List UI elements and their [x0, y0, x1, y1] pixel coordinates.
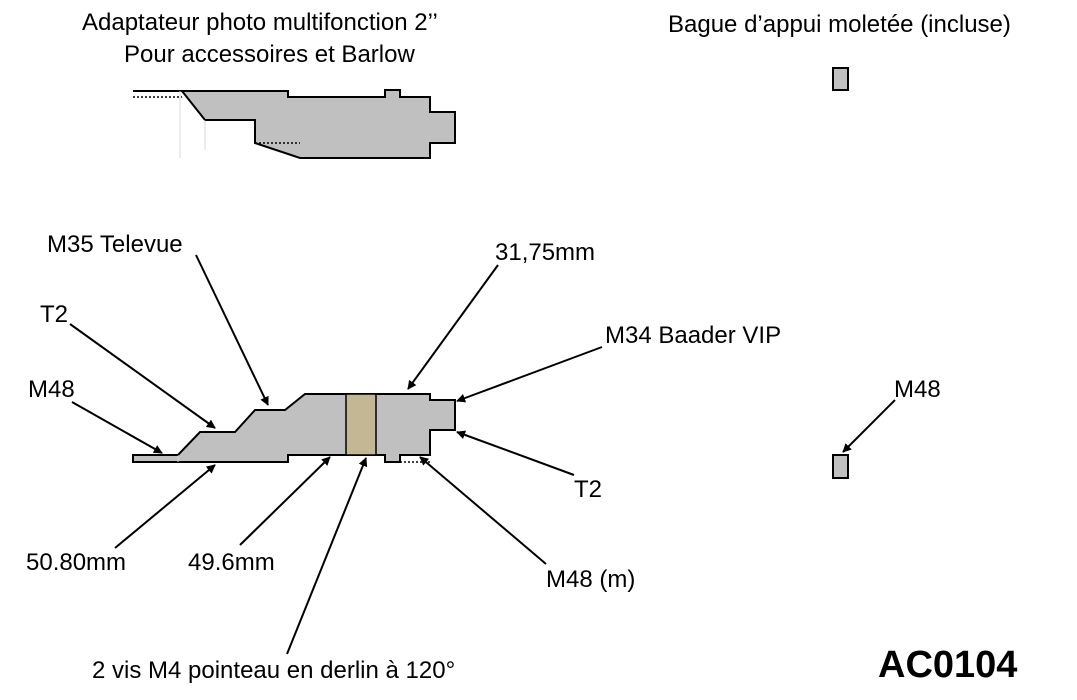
arrow-t2-right	[456, 430, 575, 476]
ring-title: Bague d’appui moletée (incluse)	[668, 11, 1011, 38]
arrow-t2-left	[69, 323, 216, 429]
arrow-m35-televue	[195, 254, 269, 406]
label-31-75mm: 31,75mm	[495, 239, 595, 266]
support-ring-top	[832, 67, 849, 91]
label-m34-baader: M34 Baader VIP	[605, 322, 781, 349]
adapter-body-top	[133, 89, 456, 159]
arrow-50-80	[114, 464, 216, 549]
arrow-31-75	[407, 264, 499, 390]
adapter-section-top	[133, 89, 456, 159]
screw-band	[345, 393, 377, 456]
arrow-m48-m	[419, 456, 547, 565]
arrow-m48-ring	[842, 399, 896, 453]
callout-arrows	[69, 254, 896, 655]
label-m48-ring: M48	[894, 376, 941, 403]
support-ring-bottom	[832, 454, 849, 479]
arrow-m34-baader	[456, 346, 603, 403]
adapter-section-bottom	[132, 393, 456, 463]
label-screws: 2 vis M4 pointeau en derlin à 120°	[92, 657, 455, 684]
label-49-6mm: 49.6mm	[188, 549, 275, 576]
title-line-2: Pour accessoires et Barlow	[124, 41, 415, 68]
arrow-m48-left	[71, 401, 163, 454]
label-t2-right: T2	[574, 476, 602, 503]
label-t2-left: T2	[40, 301, 68, 328]
label-m35-televue: M35 Televue	[47, 231, 183, 258]
title-line-1: Adaptateur photo multifonction 2’’	[82, 9, 438, 36]
product-code: AC0104	[878, 644, 1017, 686]
arrow-49-6	[239, 456, 331, 546]
label-m48-left: M48	[28, 376, 75, 403]
label-m48-m: M48 (m)	[546, 566, 635, 593]
label-50-80mm: 50.80mm	[26, 549, 126, 576]
arrow-screws	[286, 457, 368, 655]
